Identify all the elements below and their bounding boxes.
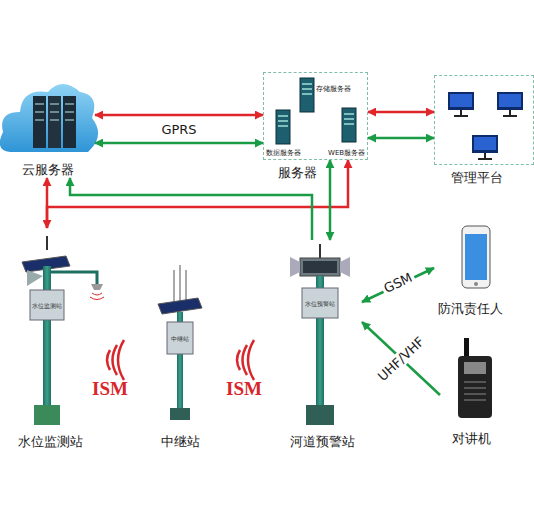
warning-station-pole-part bbox=[303, 261, 337, 273]
relay-station-pole-part bbox=[158, 298, 202, 314]
connector bbox=[329, 160, 332, 240]
node-label: 防汛责任人 bbox=[438, 301, 503, 317]
computer-icons-part bbox=[472, 135, 498, 153]
cabinet-label: 水位监测站 bbox=[32, 302, 62, 309]
walkie-talkie-icon-part bbox=[464, 362, 486, 374]
warning-station-pole bbox=[290, 244, 350, 425]
computer-icons-part bbox=[478, 153, 492, 159]
computer-icons bbox=[448, 92, 523, 159]
monitor-station-pole-part bbox=[30, 290, 64, 320]
warning-station-pole-part bbox=[290, 257, 300, 277]
relay-station-pole-part bbox=[167, 322, 193, 354]
computer-icons-part bbox=[474, 137, 496, 150]
server-icons bbox=[276, 78, 356, 144]
station: 河道预警站 bbox=[282, 240, 362, 450]
node-label: 云服务器 bbox=[22, 162, 74, 178]
node-label: 服务器 bbox=[278, 165, 317, 181]
server-icons-part bbox=[344, 114, 354, 124]
node-label: 水位监测站 bbox=[18, 434, 83, 450]
server-icons-part bbox=[300, 78, 314, 112]
node-label: 中继站 bbox=[161, 434, 200, 450]
server-unit: 数据服务器 bbox=[266, 149, 308, 159]
warning-station-pole-part bbox=[319, 244, 321, 258]
cabinet-label: 中继站 bbox=[171, 335, 189, 342]
cloud-icon-part bbox=[0, 84, 98, 152]
monitor-station-pole-part bbox=[51, 272, 97, 284]
phone-icon bbox=[462, 226, 490, 288]
warning-station-pole-part bbox=[306, 405, 334, 425]
band-label-holder: ISM bbox=[92, 378, 128, 400]
computer-icons-part bbox=[448, 92, 474, 110]
monitor-station-pole-part bbox=[27, 270, 43, 286]
walkie-talkie-icon bbox=[458, 338, 492, 418]
walkie-talkie-icon-part bbox=[458, 356, 492, 418]
radio-waves-part bbox=[107, 340, 124, 380]
band-label: ISM bbox=[92, 378, 128, 400]
monitor-station-pole-part bbox=[90, 293, 104, 300]
station: 中继站 bbox=[145, 262, 215, 450]
connector bbox=[362, 268, 434, 302]
monitor-station-pole-part bbox=[34, 405, 60, 425]
server-name: 存储服务器 bbox=[316, 85, 351, 93]
edge-label: GPRS bbox=[159, 122, 198, 137]
walkie-talkie-icon-part bbox=[464, 382, 486, 400]
cabinet-label: 水位预警站 bbox=[305, 300, 335, 307]
node-label: 河道预警站 bbox=[290, 434, 355, 450]
computer-icons-part bbox=[503, 110, 517, 116]
connector bbox=[368, 137, 434, 140]
connector bbox=[70, 178, 312, 240]
terminal: 对讲机 bbox=[440, 335, 502, 447]
radio-waves bbox=[107, 340, 254, 380]
monitor-station-pole-part bbox=[46, 236, 48, 250]
cabinet-label-holder: 水位监测站 bbox=[32, 302, 62, 309]
computer-icons-part bbox=[454, 110, 468, 116]
phone-icon-part bbox=[462, 226, 490, 288]
station: 水位监测站 bbox=[0, 228, 100, 450]
server-name: WEB服务器 bbox=[328, 149, 365, 157]
server-icons-part bbox=[278, 116, 288, 126]
platform-group: 管理平台 bbox=[434, 75, 534, 165]
terminal: 防汛责任人 bbox=[434, 222, 506, 317]
connector bbox=[95, 142, 263, 145]
cabinet-label-holder: 水位预警站 bbox=[305, 300, 335, 307]
band-label-holder: ISM bbox=[226, 378, 262, 400]
server-name: 数据服务器 bbox=[266, 149, 301, 157]
connector bbox=[95, 114, 263, 117]
relay-station-pole-part bbox=[174, 265, 186, 303]
phone-icon-part bbox=[474, 282, 478, 286]
phone-icon-part bbox=[465, 234, 487, 280]
connector bbox=[368, 111, 434, 114]
server-unit: 存储服务器 bbox=[316, 85, 358, 95]
monitor-station-pole-part bbox=[43, 266, 51, 406]
cloud-icon-part bbox=[35, 104, 74, 120]
computer-icons-part bbox=[497, 92, 523, 110]
node-label: 对讲机 bbox=[452, 431, 491, 447]
edge-label: GSM bbox=[380, 269, 417, 297]
warning-station-pole-part bbox=[300, 258, 340, 276]
edge-label-holder: GPRS bbox=[159, 122, 198, 137]
server-icons-part bbox=[342, 108, 356, 142]
cloud-server: 云服务器 bbox=[0, 80, 95, 178]
server-icons-part bbox=[276, 110, 290, 144]
warning-station-pole-part bbox=[302, 288, 338, 318]
band-label: ISM bbox=[226, 378, 262, 400]
walkie-talkie-icon-part bbox=[464, 338, 469, 358]
server-unit: WEB服务器 bbox=[328, 149, 370, 159]
warning-station-pole-part bbox=[340, 257, 350, 277]
radio-waves-part bbox=[237, 340, 254, 380]
relay-station-pole-part bbox=[170, 408, 190, 420]
monitor-station-pole bbox=[22, 236, 104, 425]
computer-icons-part bbox=[499, 94, 521, 107]
cloud-icon bbox=[0, 84, 98, 152]
server-group: 服务器存储服务器数据服务器WEB服务器 bbox=[263, 72, 368, 160]
connector bbox=[362, 322, 440, 395]
computer-icons-part bbox=[450, 94, 472, 107]
monitor-station-pole-part bbox=[91, 284, 103, 290]
relay-station-pole bbox=[158, 265, 202, 420]
node-label: 管理平台 bbox=[451, 170, 503, 186]
cabinet-label-holder: 中继站 bbox=[171, 335, 189, 342]
server-icons-part bbox=[302, 84, 312, 94]
edge-label-holder: GSM bbox=[380, 269, 417, 297]
